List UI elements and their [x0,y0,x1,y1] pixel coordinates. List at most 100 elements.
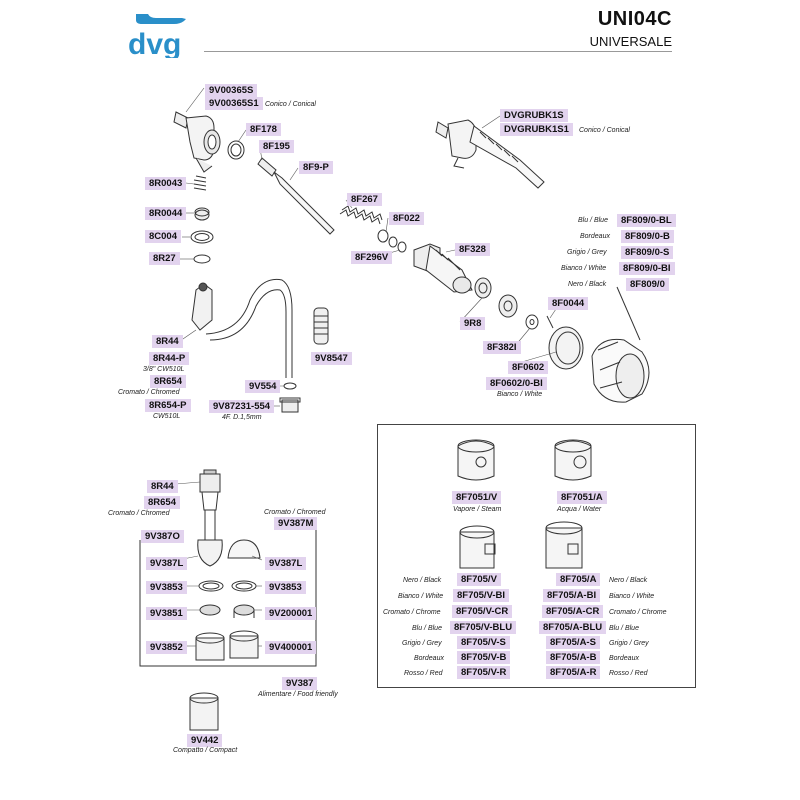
part-note: Nero / Black [403,577,442,584]
part-label: 8F809/0-BL [617,214,676,227]
part-label: 8F809/0-B [621,230,674,243]
part-label: 9V3852 [146,641,187,654]
part-label: 9V387L [146,557,188,570]
part-label: 9V3853 [265,581,306,594]
part-label: 8F0044 [548,297,589,310]
part-label: 8F705/V-R [457,666,511,679]
svg-text:dvg: dvg [128,28,181,58]
model-title: UNI04C [597,8,672,30]
part-note: Bianco / White [561,265,607,272]
part-note: Bordeaux [580,233,610,240]
part-note: Grigio / Grey [402,640,442,647]
header-rule [204,51,672,52]
shaft [257,157,335,235]
part-note: Cromato / Chromed [118,389,180,396]
part-label: 8R654 [144,496,180,509]
knob-icon [591,286,650,403]
dvg-logo-icon: dvg [128,14,186,61]
valve-body-icon [435,119,545,189]
part-label: 9V387M [274,517,318,530]
part-note: Rosso / Red [609,670,648,677]
part-note: Vapore / Steam [453,506,502,513]
part-note: Cromato / Chromed [264,509,326,516]
model-subtitle: UNIVERSALE [589,34,672,49]
part-note: Grigio / Grey [609,640,649,647]
part-label: DVGRUBK1S [500,109,568,122]
part-label: 8F022 [389,212,424,225]
part-label: 8F705/A-CR [542,605,604,618]
aerator-icon [227,539,261,559]
part-note: Cromato / Chrome [383,609,441,616]
part-label: 8C004 [145,230,181,243]
tube-icon [191,278,293,378]
part-note: Acqua / Water [557,506,602,513]
part-note: Nero / Black [568,281,607,288]
part-label: 8F296V [351,251,393,264]
part-label: 9V00365S1 [205,97,263,110]
part-note: Conico / Conical [579,127,630,134]
tube-icon [197,469,223,567]
insert-icon [457,439,592,569]
part-label: 8F195 [259,140,294,153]
part-label: 9V387 [282,677,318,690]
part-label: 8F809/0 [626,278,669,291]
part-label: 8F809/0-BI [619,262,675,275]
part-label: 8F705/V-S [457,636,510,649]
part-label: 8F0602 [508,361,549,374]
part-label: 9V400001 [265,641,317,654]
part-note: Blu / Blue [412,625,442,632]
knob-insert-panel [377,424,696,688]
part-note: Bianco / White [609,593,655,600]
part-note: Cromato / Chrome [609,609,667,616]
part-label: 8F7051/A [557,491,607,504]
part-note: Cromato / Chromed [108,510,170,517]
part-label: 8F705/V [457,573,501,586]
part-label: 9V387L [265,557,307,570]
part-label: 8F705/A-BLU [539,621,607,634]
part-label: 8R654 [150,375,186,388]
part-note: Compatto / Compact [173,747,238,754]
part-label: 9V554 [245,380,281,393]
part-label: 9V387O [141,530,184,543]
part-label: 8F705/V-B [457,651,511,664]
part-label: 9V200001 [265,607,317,620]
part-label: 8F705/V-BLU [450,621,517,634]
part-note: Bordeaux [414,655,444,662]
part-note: Rosso / Red [404,670,443,677]
part-label: 8F7051/V [452,491,502,504]
part-label: 8F267 [347,193,382,206]
part-note: Conico / Conical [265,101,316,108]
part-label: 9V442 [187,734,223,747]
part-label: 8F0602/0-BI [486,377,547,390]
part-label: 8R44 [147,480,178,493]
part-label: 8F705/V-BI [453,589,510,602]
part-note: CW510L [153,413,181,420]
part-label: 8R0044 [145,207,187,220]
part-label: 8F705/A [556,573,601,586]
part-label: 8F809/0-S [621,246,674,259]
part-note: Bianco / White [497,391,543,398]
part-label: 8R44-P [149,352,190,365]
part-note: Alimentare / Food friendly [258,691,338,698]
part-label: 8R654-P [145,399,191,412]
part-note: Blu / Blue [609,625,639,632]
part-label: 8F705/A-R [546,666,601,679]
part-note: Grigio / Grey [567,249,607,256]
dvg-logo: dvg [126,8,206,61]
part-label: 8R27 [149,252,180,265]
part-note: 4F. D.1,5mm [222,414,262,421]
part-label: 9V3851 [146,607,187,620]
part-label: 8R44 [152,335,183,348]
spring-icon [339,205,383,225]
part-label: 8F705/V-CR [452,605,513,618]
part-label: 8F382I [483,341,521,354]
part-label: 8F9-P [299,161,333,174]
part-note: Bordeaux [609,655,639,662]
part-label: 9V8547 [311,352,352,365]
part-label: 8F328 [455,243,490,256]
part-label: 9V3853 [146,581,187,594]
part-label: 8F705/A-BI [543,589,601,602]
valve-body-icon [413,243,473,294]
washer-icon [227,140,245,160]
